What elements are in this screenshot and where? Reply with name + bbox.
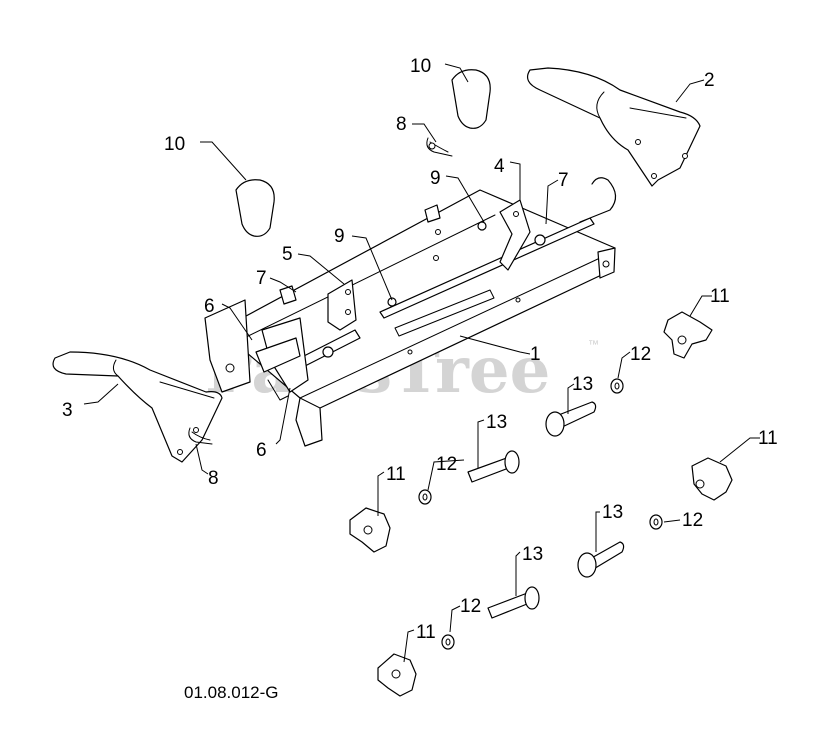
cotter-clip-top [426, 137, 453, 157]
callout-13-b: 13 [486, 412, 507, 433]
callout-12-a: 12 [630, 344, 651, 365]
callout-12-d: 12 [460, 596, 481, 617]
carriage-bolt-b [467, 450, 520, 483]
washer-c [649, 514, 663, 530]
callout-4: 4 [494, 156, 505, 177]
callout-2: 2 [704, 70, 715, 91]
callout-1: 1 [530, 344, 541, 365]
lever-arms-left [255, 317, 309, 401]
callout-11-d: 11 [416, 622, 436, 643]
callout-13-d: 13 [522, 544, 543, 565]
washer-a [610, 378, 624, 394]
callout-13-c: 13 [602, 502, 623, 523]
callout-6-lower: 6 [256, 440, 267, 461]
grip-knob-left [235, 179, 275, 237]
callout-11-a: 11 [710, 286, 730, 307]
callout-11-c: 11 [758, 428, 778, 449]
carriage-bolt-c [577, 541, 625, 578]
callout-12-b: 12 [436, 454, 457, 475]
callout-6-left: 6 [204, 296, 215, 317]
callout-9-right: 9 [430, 168, 441, 189]
grip-knob-top [451, 69, 491, 129]
washer-d [441, 634, 455, 650]
star-knob-c [691, 457, 733, 501]
reference-code: 01.08.012-G [184, 683, 279, 702]
handle-grip-left [52, 351, 223, 463]
callout-12-c: 12 [682, 510, 703, 531]
callouts: 1 2 3 4 5 6 6 7 7 8 8 9 9 10 10 11 11 11… [62, 56, 778, 643]
star-knob-b [349, 507, 391, 553]
callout-3: 3 [62, 400, 73, 421]
callout-10-left: 10 [164, 134, 185, 155]
callout-7-left: 7 [256, 268, 267, 289]
washer-b [418, 489, 432, 505]
callout-7-right: 7 [558, 170, 569, 191]
bracket-plate [327, 279, 357, 331]
carriage-bolt-d [487, 586, 540, 619]
cotter-clip-left [188, 427, 213, 445]
handle-grip-right [527, 67, 701, 187]
callout-13-a: 13 [572, 374, 593, 395]
callout-9-left: 9 [334, 226, 345, 247]
star-knob-a [663, 311, 713, 359]
spring-clips [279, 204, 546, 358]
carriage-bolt-a [545, 401, 597, 437]
callout-11-b: 11 [386, 464, 406, 485]
callout-5: 5 [282, 244, 293, 265]
watermark-trademark: ™ [588, 339, 599, 351]
callout-8-left: 8 [208, 468, 219, 489]
callout-10-top: 10 [410, 56, 431, 77]
star-knob-d [377, 653, 417, 697]
callout-8-top: 8 [396, 114, 407, 135]
leader-lines [83, 63, 760, 663]
